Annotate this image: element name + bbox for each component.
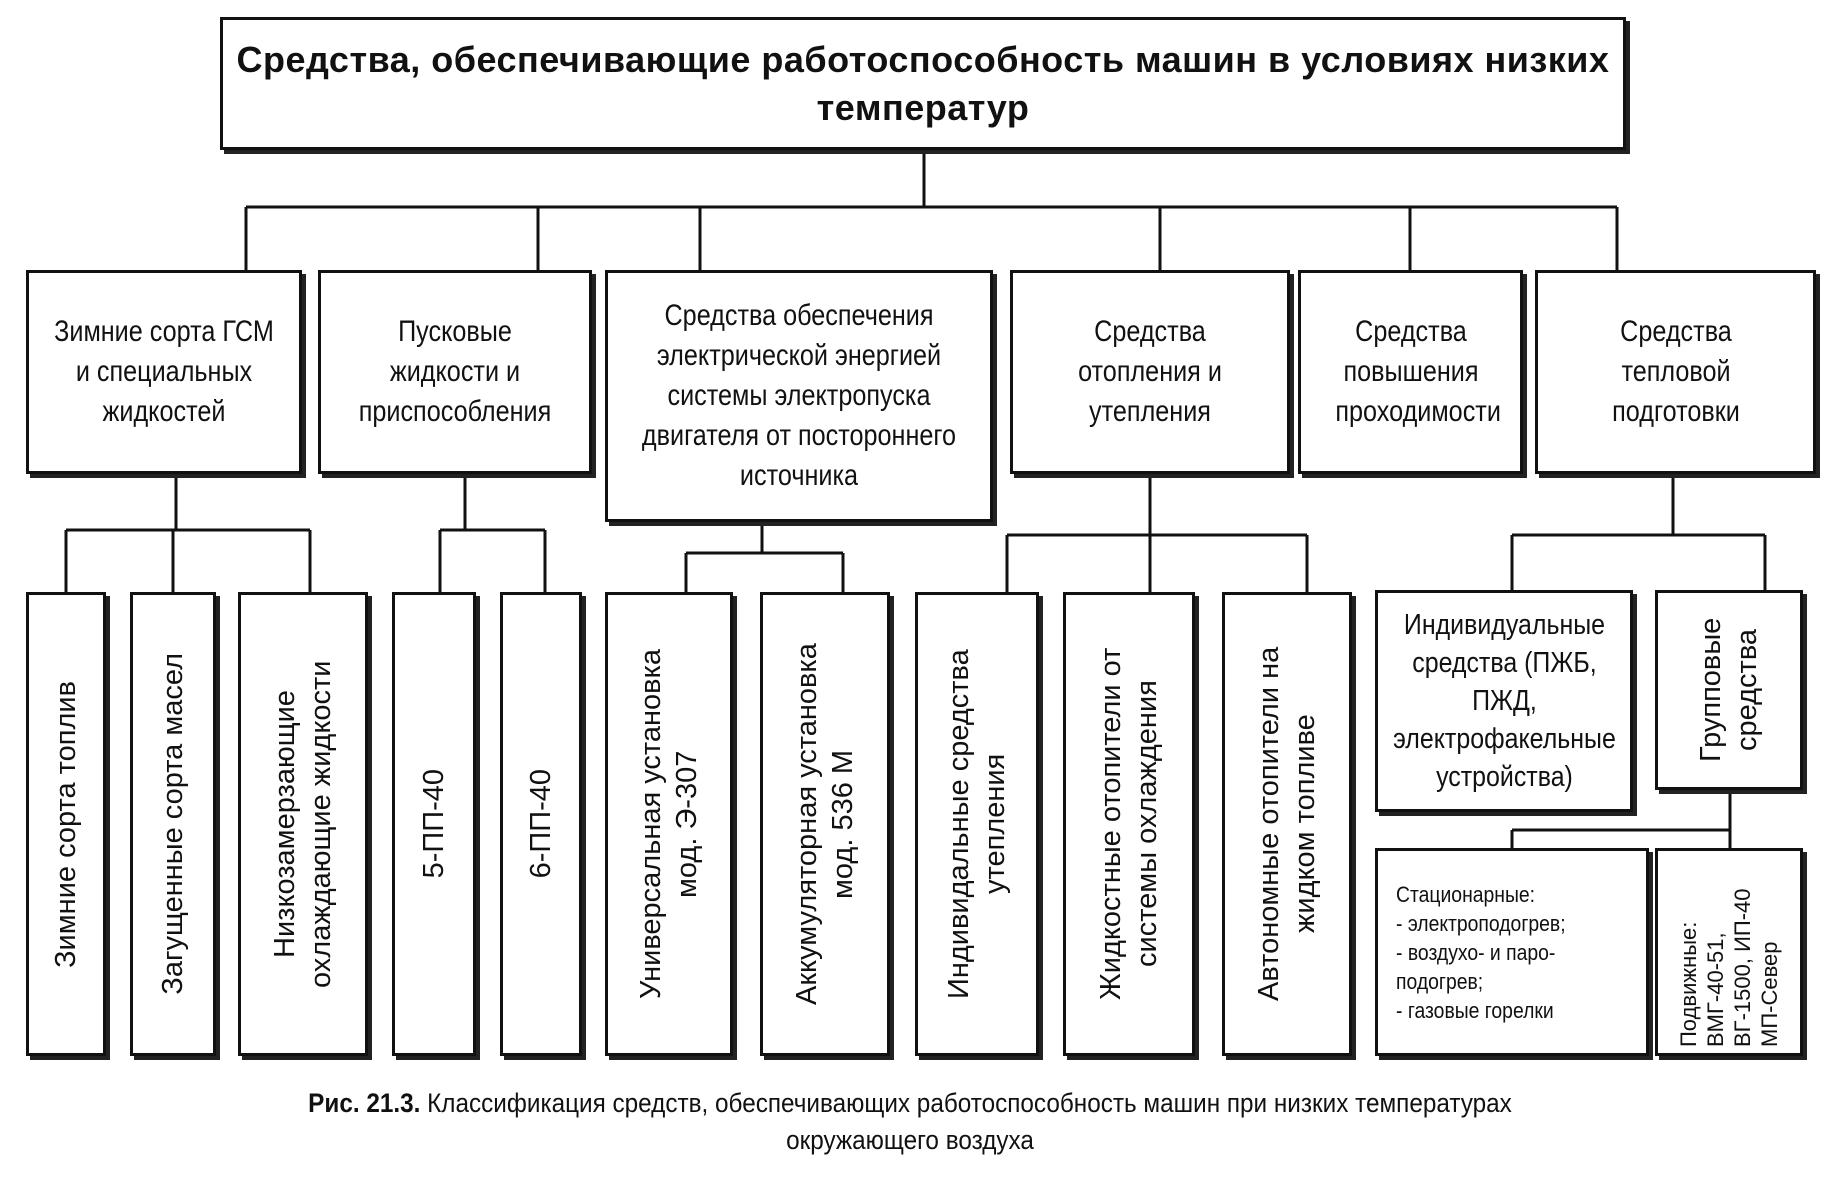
leaf-winter-fuels: Зимние сорта топлив xyxy=(26,592,106,1056)
figure-caption: Рис. 21.3. Классификация средств, обеспе… xyxy=(240,1085,1580,1159)
leaf-battery-unit: Аккумуляторная установка мод. 536 М xyxy=(760,592,890,1056)
leaf-antifreeze-coolants: Низкозамерзающие охлаждающие жидкости xyxy=(238,592,368,1056)
stationary-item-electric: - электроподогрев; xyxy=(1396,910,1566,936)
leaf-6pp40: 6-ПП-40 xyxy=(500,592,582,1056)
leaf-liquid-heaters: Жидкостные отопители от системы охлажден… xyxy=(1063,592,1195,1056)
stationary-item-gas: - газовые горелки xyxy=(1396,997,1554,1023)
category-heating-insulation-box: Средства отопления и утепления xyxy=(1010,270,1290,474)
category-thermal-preparation-box: Средства тепловой подготовки xyxy=(1535,270,1816,474)
leaf-universal-unit: Универсальная установка мод. Э-307 xyxy=(605,592,733,1056)
category-starting-fluids-box: Пусковые жидкости и приспособления xyxy=(318,270,592,474)
stationary-means-box: Стационарные: - электроподогрев; - возду… xyxy=(1375,848,1649,1056)
leaf-autonomous-heaters: Автономные отопители на жидком топливе xyxy=(1222,592,1352,1056)
diagram-title-box: Средства, обеспечивающие работоспособнос… xyxy=(220,17,1626,150)
leaf-5pp40: 5-ПП-40 xyxy=(392,592,476,1056)
category-label: Средства обеспечения электрической энерг… xyxy=(641,299,957,492)
category-label: Средства отопления и утепления xyxy=(1078,315,1222,428)
category-winter-fuels-box: Зимние сорта ГСМ и специальных жидкостей xyxy=(26,270,302,474)
leaf-thickened-oils: Загущенные сорта масел xyxy=(130,592,216,1056)
leaf-individual-insulation: Индивидальные средства утепления xyxy=(915,592,1039,1056)
category-label: Пусковые жидкости и приспособления xyxy=(358,315,552,428)
category-electric-supply-box: Средства обеспечения электрической энерг… xyxy=(605,270,993,522)
individual-means-box: Индивидуальные средства (ПЖБ, ПЖД, элект… xyxy=(1375,590,1633,812)
category-label: Зимние сорта ГСМ и специальных жидкостей xyxy=(54,315,274,428)
mobile-means-box: Подвижные: ВМГ-40-51, ВГ-1500, ИП-40 МП-… xyxy=(1655,848,1803,1056)
category-label: Средства повышения проходимости xyxy=(1334,315,1501,428)
group-means-box: Групповые средства xyxy=(1655,590,1803,790)
caption-text: Классификация средств, обеспечивающих ра… xyxy=(427,1088,1512,1155)
category-label: Средства тепловой подготовки xyxy=(1611,315,1740,428)
caption-label: Рис. 21.3. xyxy=(308,1088,421,1118)
diagram-title: Средства, обеспечивающие работоспособнос… xyxy=(236,38,1610,128)
stationary-item-air-steam: - воздухо- и паро-подогрев; xyxy=(1396,939,1556,994)
stationary-title: Стационарные: xyxy=(1396,881,1536,907)
category-passability-box: Средства повышения проходимости xyxy=(1298,270,1523,474)
